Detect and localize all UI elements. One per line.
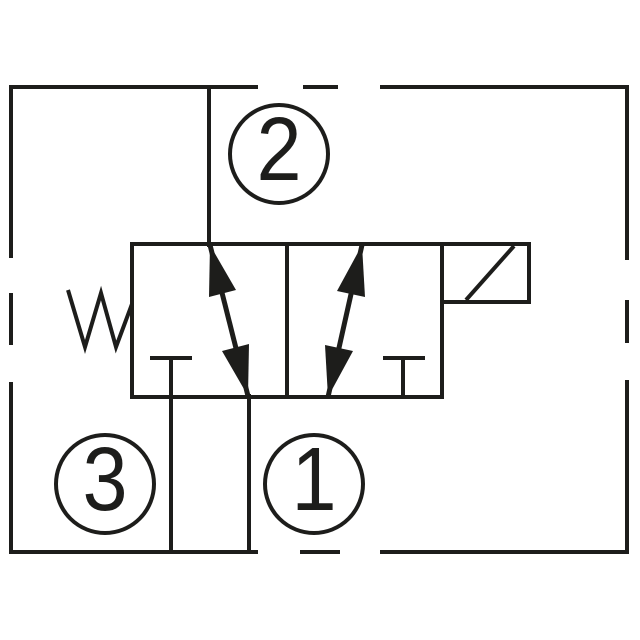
spring-zigzag [66, 285, 134, 355]
port-label-3: 3 [54, 433, 156, 535]
solenoid-box [440, 242, 531, 304]
valve-body [130, 242, 444, 399]
port-label-2: 2 [228, 103, 330, 205]
spring-icon [66, 285, 134, 355]
arrowhead-up [337, 245, 365, 297]
flow-arrow-left [207, 244, 251, 397]
arrowhead-down [325, 345, 353, 397]
blocked-port-icon-right [383, 356, 425, 397]
port-number: 2 [256, 100, 302, 200]
flow-arrow-right [325, 244, 365, 398]
manifold-boundary [9, 85, 629, 554]
port-number: 3 [82, 430, 128, 530]
port-line-3-blocked [150, 356, 192, 553]
solenoid-slash [464, 244, 516, 302]
port-number: 1 [291, 430, 337, 530]
arrowhead-down [222, 344, 249, 396]
arrowhead-up [209, 245, 236, 297]
port-label-1: 1 [263, 433, 365, 535]
solenoid-icon [440, 242, 531, 304]
